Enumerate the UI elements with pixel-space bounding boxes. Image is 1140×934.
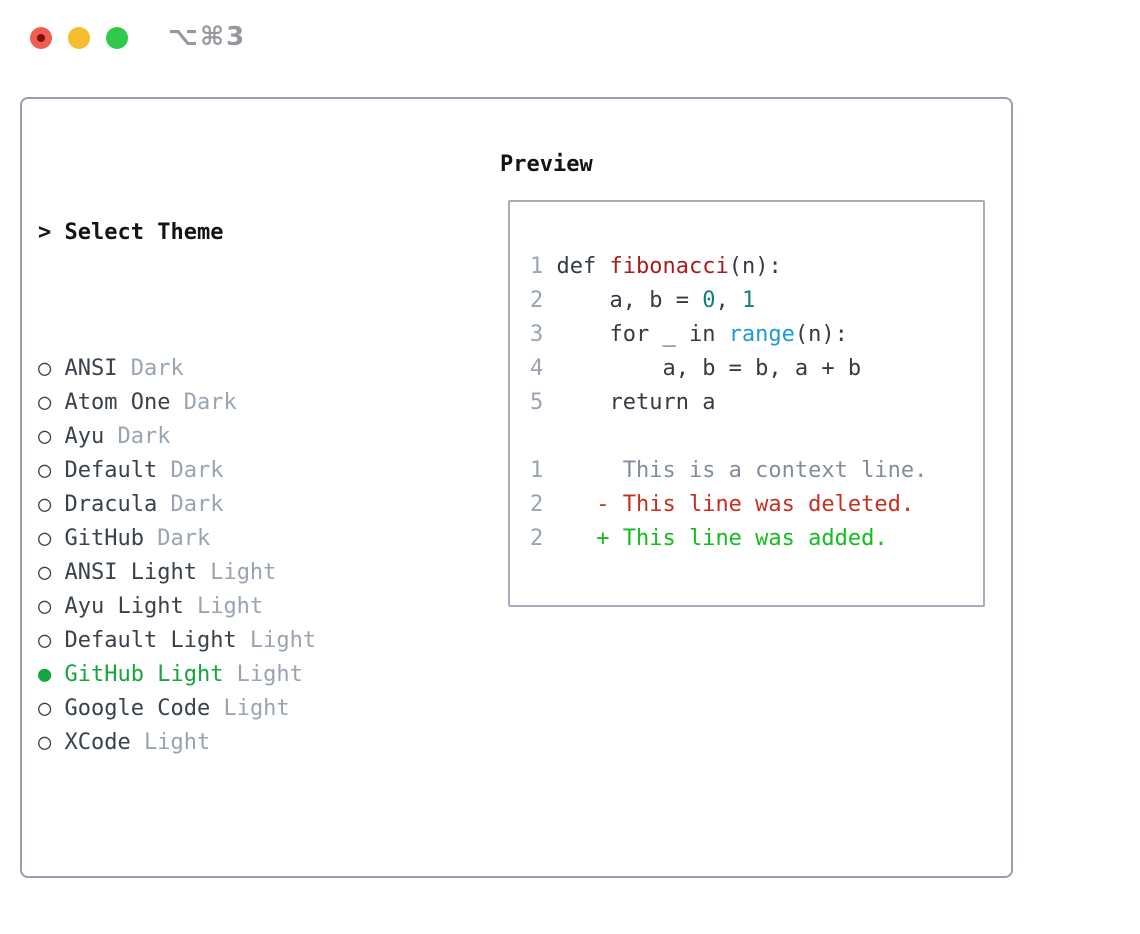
- radio-icon: ○: [38, 696, 52, 721]
- theme-variant-tag: Dark: [117, 356, 184, 381]
- theme-selector-panel: > Select Theme ○ ANSI Dark○ Atom One Dar…: [20, 97, 1013, 878]
- theme-option[interactable]: ○ Ayu Dark: [38, 420, 409, 454]
- theme-list: ○ ANSI Dark○ Atom One Dark○ Ayu Dark○ De…: [38, 352, 409, 760]
- select-theme-header: > Select Theme: [38, 216, 409, 250]
- theme-option[interactable]: ○ ANSI Light Light: [38, 556, 409, 590]
- theme-variant-tag: Light: [210, 696, 290, 721]
- minimize-button[interactable]: [68, 27, 90, 49]
- theme-name: Dracula: [51, 492, 158, 517]
- theme-variant-tag: Light: [223, 662, 303, 687]
- theme-option[interactable]: ○ GitHub Dark: [38, 522, 409, 556]
- code-line: [530, 420, 927, 454]
- radio-icon: ○: [38, 390, 52, 415]
- theme-name: Ayu: [51, 424, 105, 449]
- theme-option[interactable]: ○ Dracula Dark: [38, 488, 409, 522]
- radio-icon: ○: [38, 730, 52, 755]
- code-line: 4 a, b = b, a + b: [530, 356, 862, 381]
- preview-code: 1 def fibonacci(n): 2 a, b = 0, 1 3 for _ …: [530, 250, 927, 556]
- code-line: 2 - This line was deleted.: [530, 492, 915, 517]
- theme-name: GitHub: [51, 526, 144, 551]
- theme-variant-tag: Light: [196, 560, 277, 585]
- theme-name: XCode: [51, 730, 131, 755]
- window-title: ⌥⌘3: [168, 22, 247, 52]
- preview-pane: 1 def fibonacci(n): 2 a, b = 0, 1 3 for _ …: [508, 200, 985, 607]
- close-button[interactable]: [30, 27, 52, 49]
- cursor-prefix-icon: >: [38, 220, 52, 245]
- theme-option[interactable]: ○ Ayu Light Light: [38, 590, 409, 624]
- theme-option[interactable]: ○ ANSI Dark: [38, 352, 409, 386]
- radio-icon: ●: [38, 662, 52, 687]
- theme-option[interactable]: ● GitHub Light Light: [38, 658, 409, 692]
- theme-variant-tag: Dark: [157, 458, 224, 483]
- code-line: 5 return a: [530, 390, 716, 415]
- title-bar: ⌥⌘3: [0, 0, 1140, 76]
- code-line: 1 This is a context line.: [530, 458, 928, 483]
- code-line: 2 + This line was added.: [530, 526, 888, 551]
- radio-icon: ○: [38, 356, 52, 381]
- radio-icon: ○: [38, 560, 52, 585]
- maximize-button[interactable]: [106, 27, 128, 49]
- radio-icon: ○: [38, 526, 52, 551]
- theme-variant-tag: Dark: [170, 390, 237, 415]
- theme-option[interactable]: ○ Google Code Light: [38, 692, 409, 726]
- theme-name: GitHub Light: [51, 662, 224, 687]
- radio-icon: ○: [38, 424, 52, 449]
- spacer-row: [38, 862, 409, 896]
- theme-variant-tag: Light: [236, 628, 317, 653]
- select-theme-label: Select Theme: [64, 220, 224, 245]
- code-line: 3 for _ in range(n):: [530, 322, 848, 347]
- theme-variant-tag: Dark: [143, 526, 211, 551]
- theme-name: Google Code: [51, 696, 211, 721]
- theme-variant-tag: Light: [183, 594, 264, 619]
- code-line: 1 def fibonacci(n):: [530, 254, 782, 279]
- unsaved-changes-dot: [37, 34, 45, 42]
- theme-name: Atom One: [51, 390, 171, 415]
- radio-icon: ○: [38, 628, 52, 653]
- radio-icon: ○: [38, 458, 52, 483]
- theme-option[interactable]: ○ Atom One Dark: [38, 386, 409, 420]
- theme-name: Ayu Light: [51, 594, 184, 619]
- theme-option[interactable]: ○ XCode Light: [38, 726, 409, 760]
- theme-selector-column: > Select Theme ○ ANSI Dark○ Atom One Dar…: [38, 148, 409, 934]
- theme-variant-tag: Light: [130, 730, 211, 755]
- theme-option[interactable]: ○ Default Light Light: [38, 624, 409, 658]
- theme-name: ANSI: [51, 356, 118, 381]
- theme-name: Default Light: [51, 628, 237, 653]
- code-line: 2 a, b = 0, 1: [530, 288, 756, 313]
- theme-variant-tag: Dark: [104, 424, 171, 449]
- theme-name: Default: [51, 458, 158, 483]
- theme-option[interactable]: ○ Default Dark: [38, 454, 409, 488]
- radio-icon: ○: [38, 594, 52, 619]
- theme-variant-tag: Dark: [157, 492, 224, 517]
- preview-header: Preview: [500, 152, 593, 177]
- theme-name: ANSI Light: [51, 560, 197, 585]
- radio-icon: ○: [38, 492, 52, 517]
